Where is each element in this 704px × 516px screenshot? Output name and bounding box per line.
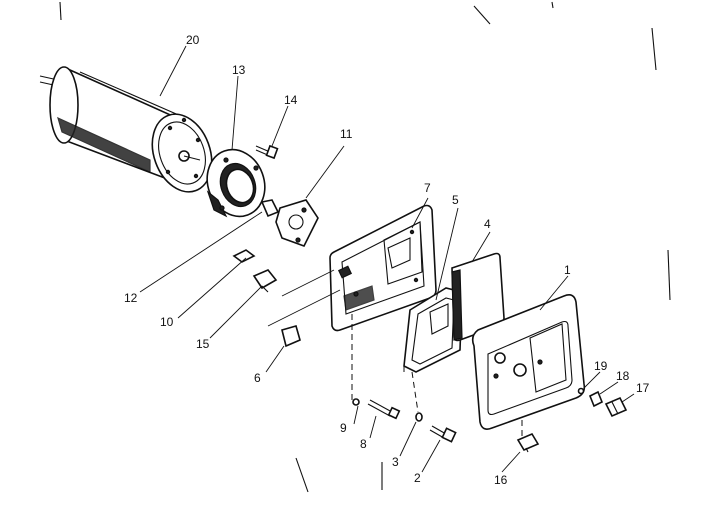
callout-1: 1 bbox=[564, 263, 571, 277]
adapter-ring-part-13 bbox=[206, 148, 266, 218]
callout-16: 16 bbox=[494, 473, 508, 487]
screw-part-8 bbox=[367, 399, 401, 420]
callout-3: 3 bbox=[392, 455, 399, 469]
callout-19: 19 bbox=[594, 359, 608, 373]
washer-part-19 bbox=[577, 387, 585, 395]
block-part-6 bbox=[281, 325, 301, 348]
fitting-part-15 bbox=[252, 269, 278, 293]
plate-part-7 bbox=[329, 204, 437, 332]
leader-lines bbox=[139, 45, 635, 473]
callout-labels: 20 13 14 11 12 10 15 6 7 5 4 1 9 8 3 2 1… bbox=[124, 33, 650, 487]
callout-13: 13 bbox=[232, 63, 246, 77]
screw-part-2 bbox=[429, 425, 457, 443]
callout-18: 18 bbox=[616, 369, 630, 383]
callout-17: 17 bbox=[636, 381, 650, 395]
callout-5: 5 bbox=[452, 193, 459, 207]
callout-12: 12 bbox=[124, 291, 138, 305]
callout-15: 15 bbox=[196, 337, 210, 351]
plug-part-16 bbox=[516, 432, 540, 453]
gasket-part-5 bbox=[403, 287, 463, 374]
alignment-lines bbox=[351, 314, 523, 436]
callout-10: 10 bbox=[160, 315, 174, 329]
scan-artifacts bbox=[59, 1, 671, 493]
key-part-10 bbox=[232, 249, 256, 263]
callout-8: 8 bbox=[360, 437, 367, 451]
motor-part-20 bbox=[39, 66, 213, 193]
fitting-part-18 bbox=[588, 390, 604, 408]
callout-9: 9 bbox=[340, 421, 347, 435]
callout-6: 6 bbox=[254, 371, 261, 385]
screw-part-14 bbox=[255, 144, 279, 160]
housing-frame-part-1 bbox=[471, 294, 586, 430]
callout-4: 4 bbox=[484, 217, 491, 231]
callout-14: 14 bbox=[284, 93, 298, 107]
nut-part-17 bbox=[604, 396, 628, 418]
washer-part-3 bbox=[415, 412, 423, 422]
washer-part-9 bbox=[352, 398, 360, 406]
hub-part-11 bbox=[260, 199, 319, 247]
callout-11: 11 bbox=[340, 127, 353, 141]
callout-2: 2 bbox=[414, 471, 421, 485]
callout-20: 20 bbox=[186, 33, 200, 47]
callout-7: 7 bbox=[424, 181, 431, 195]
